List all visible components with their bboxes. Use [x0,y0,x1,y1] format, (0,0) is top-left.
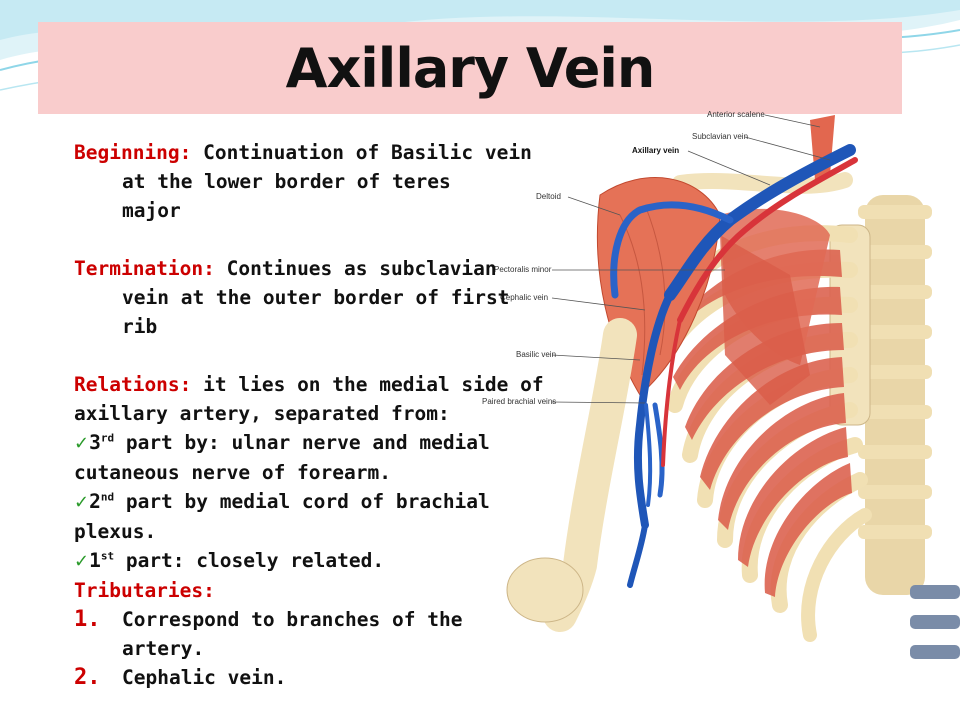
check-icon: ✓ [74,433,90,454]
label-pectoralis-minor: Pectoralis minor [494,265,552,274]
spine [858,195,960,659]
label-cephalic-vein: Cephalic vein [500,293,549,302]
content-text: Beginning: Continuation of Basilic vein … [74,138,584,692]
termination-label: Termination: [74,257,215,280]
termination-line1: Continues as subclavian [214,257,497,280]
tributaries-section: Tributaries: 1. Correspond to branches o… [74,576,584,692]
leader-lines [551,114,831,404]
beginning-line3: major [122,199,181,222]
tributary-item-2: 2. Cephalic vein. [74,665,287,690]
artery-network [661,157,858,467]
tributaries-label: Tributaries: [74,579,215,602]
label-subclavian-vein: Subclavian vein [692,132,749,141]
beginning-line1: Continuation of Basilic vein [191,141,532,164]
label-basilic-vein: Basilic vein [516,350,557,359]
relations-item-1-cont: cutaneous nerve of forearm. [74,461,391,484]
termination-section: Termination: Continues as subclavian vei… [74,254,584,341]
page-title: Axillary Vein [285,36,656,100]
beginning-line2: at the lower border of teres [122,170,451,193]
label-axillary-vein: Axillary vein [632,146,680,155]
title-bar: Axillary Vein [38,22,902,114]
relations-line2: axillary artery, separated from: [74,402,450,425]
termination-line2: vein at the outer border of first [122,286,510,309]
relations-label: Relations: [74,373,192,396]
check-icon: ✓ [74,551,90,572]
termination-line3: rib [122,315,158,338]
label-deltoid: Deltoid [536,192,561,201]
beginning-section: Beginning: Continuation of Basilic vein … [74,138,584,225]
relations-line1: it lies on the medial side of [191,373,544,396]
anatomy-illustration [506,114,960,659]
label-anterior-scalene: Anterior scalene [707,110,765,119]
label-paired-brachial-veins: Paired brachial veins [482,397,557,406]
check-icon: ✓ [74,492,90,513]
relations-item-2: ✓2nd part by medial cord of brachial [74,490,490,513]
vein-network [610,144,856,588]
beginning-label: Beginning: [74,141,192,164]
relations-item-2-cont: plexus. [74,520,157,543]
relations-item-3: ✓1st part: closely related. [74,549,385,572]
relations-section: Relations: it lies on the medial side of… [74,370,584,576]
relations-item-1: ✓3rd part by: ulnar nerve and medial [74,431,490,454]
figure-labels: Anterior scalene Subclavian vein Axillar… [470,105,960,720]
